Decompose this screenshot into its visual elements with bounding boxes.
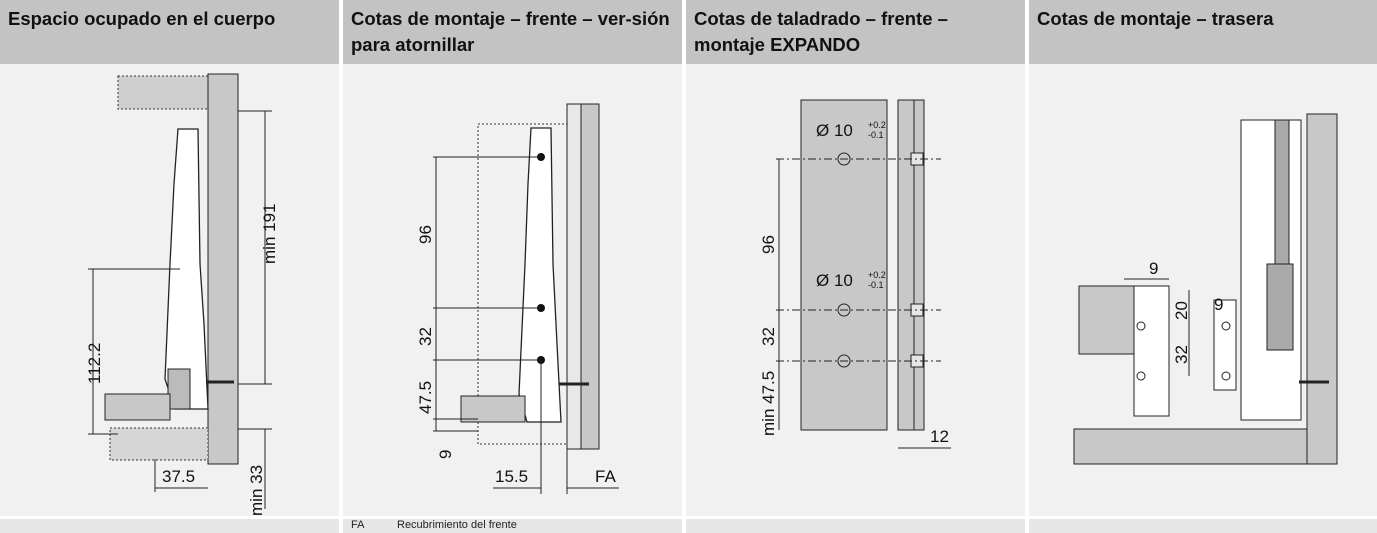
dim-tol-plus-1: +0.2 bbox=[868, 120, 886, 130]
panel-header: Cotas de taladrado – frente – montaje EX… bbox=[686, 0, 1025, 64]
panel-header: Cotas de montaje – trasera bbox=[1029, 0, 1377, 64]
cabinet-space-drawing: min 191 112.2 37.5 min 33 bbox=[85, 73, 279, 516]
panel-title: Cotas de montaje – frente – ver-sión par… bbox=[351, 8, 670, 55]
dim-47-5: 47.5 bbox=[416, 381, 435, 414]
panel-front-mount-screw: Cotas de montaje – frente – ver-sión par… bbox=[343, 0, 682, 533]
panel-footer bbox=[686, 519, 1025, 533]
dim-9: 9 bbox=[436, 450, 455, 459]
panel-footer bbox=[1029, 519, 1377, 533]
panel-title: Cotas de montaje – trasera bbox=[1037, 8, 1274, 29]
dim-tol-plus-2: +0.2 bbox=[868, 270, 886, 280]
dim-112-2: 112.2 bbox=[85, 343, 104, 384]
panel-header: Cotas de montaje – frente – ver-sión par… bbox=[343, 0, 682, 64]
dim-96: 96 bbox=[759, 235, 778, 254]
rear-mount-drawing: 9 20 9 32 bbox=[1073, 113, 1338, 465]
drawing-area: min 191 112.2 37.5 min 33 bbox=[0, 64, 339, 516]
dim-diameter-2: Ø 10 bbox=[816, 271, 853, 290]
drilling-drawing: Ø 10 +0.2 -0.1 Ø 10 +0.2 -0.1 96 min 47.… bbox=[759, 99, 951, 449]
panel-header: Espacio ocupado en el cuerpo bbox=[0, 0, 339, 64]
dim-20: 20 bbox=[1172, 301, 1191, 320]
dim-tol-minus-1: -0.1 bbox=[868, 130, 884, 140]
dim-37-5: 37.5 bbox=[162, 467, 195, 486]
dim-32: 32 bbox=[1172, 345, 1191, 364]
dim-min-191: min 191 bbox=[260, 204, 279, 264]
dim-min-33: min 33 bbox=[247, 465, 266, 516]
drawing-area: 9 20 9 32 bbox=[1029, 64, 1377, 516]
dim-fa: FA bbox=[595, 467, 616, 486]
dim-32: 32 bbox=[759, 327, 778, 346]
footnote-code: FA bbox=[351, 519, 365, 531]
dim-9-top: 9 bbox=[1149, 259, 1158, 278]
panel-rear-mount: Cotas de montaje – trasera 9 20 bbox=[1029, 0, 1377, 533]
panel-title: Cotas de taladrado – frente – montaje EX… bbox=[694, 8, 948, 55]
dim-12: 12 bbox=[930, 427, 949, 446]
front-mount-drawing: 96 32 47.5 9 15.5 FA bbox=[416, 103, 619, 494]
drawing-area: 96 32 47.5 9 15.5 FA bbox=[343, 64, 682, 516]
dim-15-5: 15.5 bbox=[495, 467, 528, 486]
dim-min-47-5: min 47.5 bbox=[759, 371, 778, 436]
footnote-text: Recubrimiento del frente bbox=[397, 519, 517, 531]
panel-footer bbox=[0, 519, 339, 533]
dim-96: 96 bbox=[416, 225, 435, 244]
panel-drilling-expando: Cotas de taladrado – frente – montaje EX… bbox=[686, 0, 1025, 533]
panel-title: Espacio ocupado en el cuerpo bbox=[8, 8, 276, 29]
panel-cabinet-space: Espacio ocupado en el cuerpo bbox=[0, 0, 339, 533]
dim-32: 32 bbox=[416, 327, 435, 346]
drawing-area: Ø 10 +0.2 -0.1 Ø 10 +0.2 -0.1 96 min 47.… bbox=[686, 64, 1025, 516]
dim-9-right: 9 bbox=[1214, 295, 1223, 314]
dim-tol-minus-2: -0.1 bbox=[868, 280, 884, 290]
panel-footer bbox=[343, 519, 682, 533]
dim-diameter-1: Ø 10 bbox=[816, 121, 853, 140]
